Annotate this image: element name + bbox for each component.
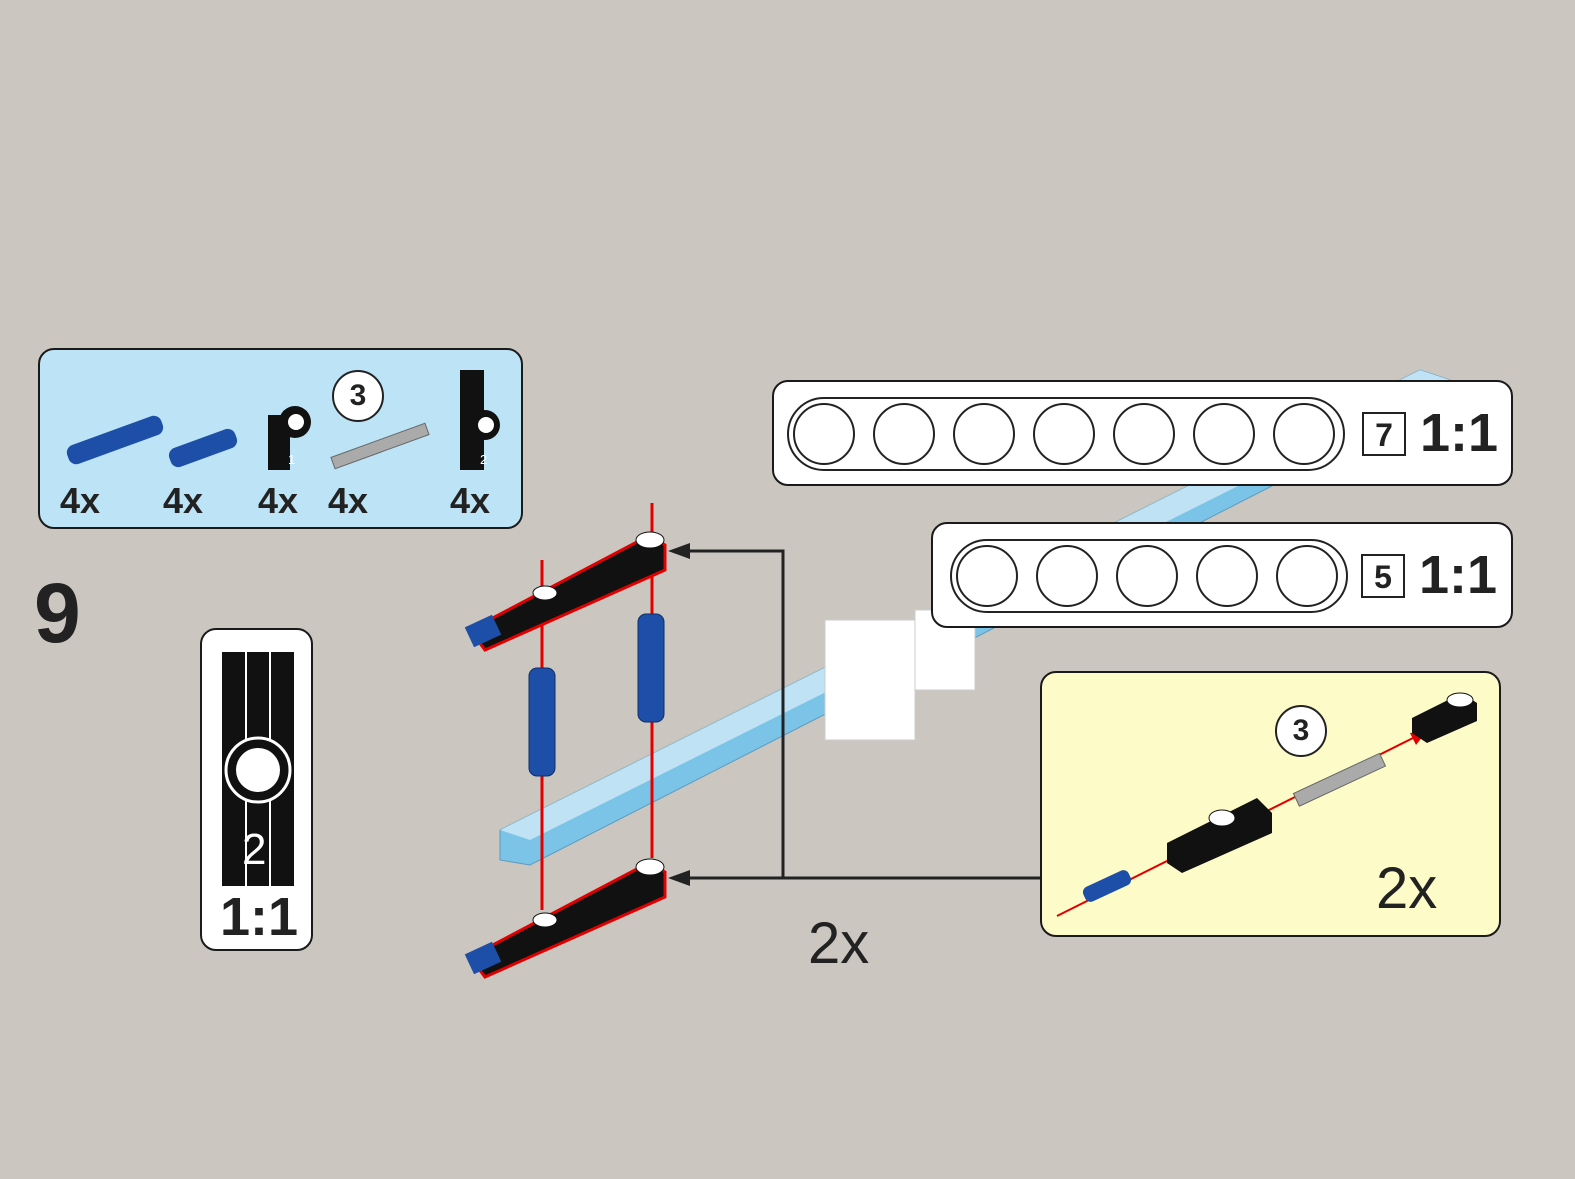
callout-lines [680, 549, 1040, 880]
svg-text:1: 1 [288, 452, 295, 467]
beam-5-icon [950, 539, 1348, 613]
beam-length: 5 [1361, 554, 1405, 598]
beam-7-scale-callout: 7 1:1 [772, 380, 1513, 486]
axle-length-badge: 3 [332, 370, 384, 422]
subassembly-multiplier: 2x [1376, 856, 1438, 921]
blue-long-pin-icon [66, 415, 164, 465]
bottom-connector-assembly [464, 858, 667, 979]
blue-pins [528, 613, 665, 777]
scale-label: 1:1 [220, 887, 299, 947]
parts-icons: 1 2 [66, 370, 500, 470]
part-quantity: 4x [258, 480, 299, 521]
scale-label: 1:1 [1419, 545, 1498, 605]
part-quantity: 4x [163, 480, 204, 521]
gray-axle-3-icon [330, 422, 430, 470]
part-quantity: 4x [60, 480, 101, 521]
svg-text:2: 2 [480, 452, 487, 467]
scale-label: 1:1 [1420, 403, 1499, 463]
part-quantity: 4x [328, 480, 369, 521]
main-multiplier: 2x [808, 911, 870, 976]
black-angle-connector-1-icon: 1 [268, 406, 311, 470]
axle-length-badge: 3 [1275, 705, 1327, 757]
beam-5-scale-callout: 5 1:1 [931, 522, 1513, 628]
parts-list-panel: 1 2 3 [38, 348, 523, 529]
top-connector-assembly [464, 531, 667, 652]
white-beams [824, 609, 976, 741]
step-number: 9 [34, 566, 81, 660]
subassembly-callout: 3 2x [1040, 671, 1501, 937]
blue-pin-icon [168, 428, 238, 468]
angle-connector-icon [222, 652, 294, 886]
beam-7-icon [787, 397, 1345, 471]
subassembly-diagram [1056, 692, 1477, 917]
connector-scale-callout: 2 1:1 [200, 628, 313, 951]
beam-length: 7 [1362, 412, 1406, 456]
black-angle-connector-2-icon: 2 [460, 370, 500, 470]
part-quantity: 4x [450, 480, 491, 521]
connector-marking: 2 [242, 825, 267, 874]
